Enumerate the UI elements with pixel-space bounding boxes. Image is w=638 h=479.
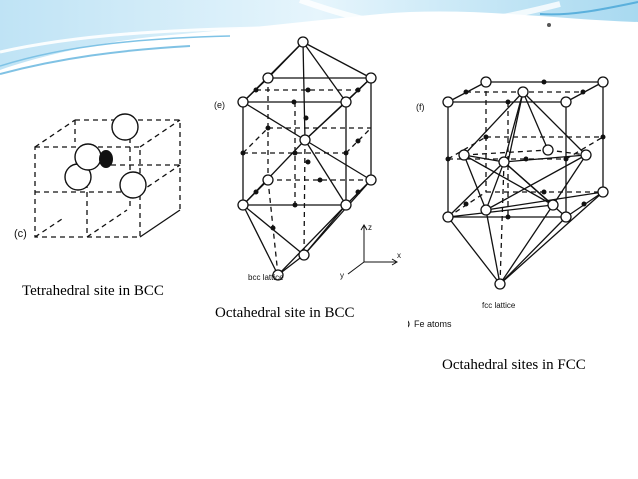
figure-c-tetrahedral-bcc: (c) [0, 82, 200, 282]
caption-octahedral-bcc: Octahedral site in BCC [215, 305, 355, 321]
fcc-lattice-label: fcc lattice [482, 301, 516, 310]
fe-atom-legend-icon [408, 320, 410, 328]
figure-c-label: (c) [14, 228, 27, 240]
bcc-lattice-label: bcc lattice [248, 273, 284, 282]
figure-f-octahedral-fcc: (f) fcc lattice Fe atoms [408, 62, 638, 342]
caption-tetrahedral-bcc: Tetrahedral site in BCC [22, 283, 164, 299]
interstitial-site [99, 150, 113, 168]
fe-atoms-legend: Fe atoms [414, 319, 452, 329]
caption-octahedral-fcc: Octahedral sites in FCC [442, 357, 586, 373]
atom-c1 [111, 113, 139, 141]
figure-f-label: (f) [416, 102, 425, 112]
figure-e-label: (e) [214, 100, 225, 110]
header-banner [0, 0, 638, 75]
atom-c3 [119, 171, 147, 199]
axis-x-label: x [397, 251, 401, 260]
axis-z-label: z [368, 223, 372, 232]
axis-triad [347, 224, 398, 275]
figure-e-octahedral-bcc: (e) bcc lattice z x y [208, 30, 408, 300]
axis-y-label: y [340, 271, 344, 280]
atom-c4 [74, 143, 102, 171]
